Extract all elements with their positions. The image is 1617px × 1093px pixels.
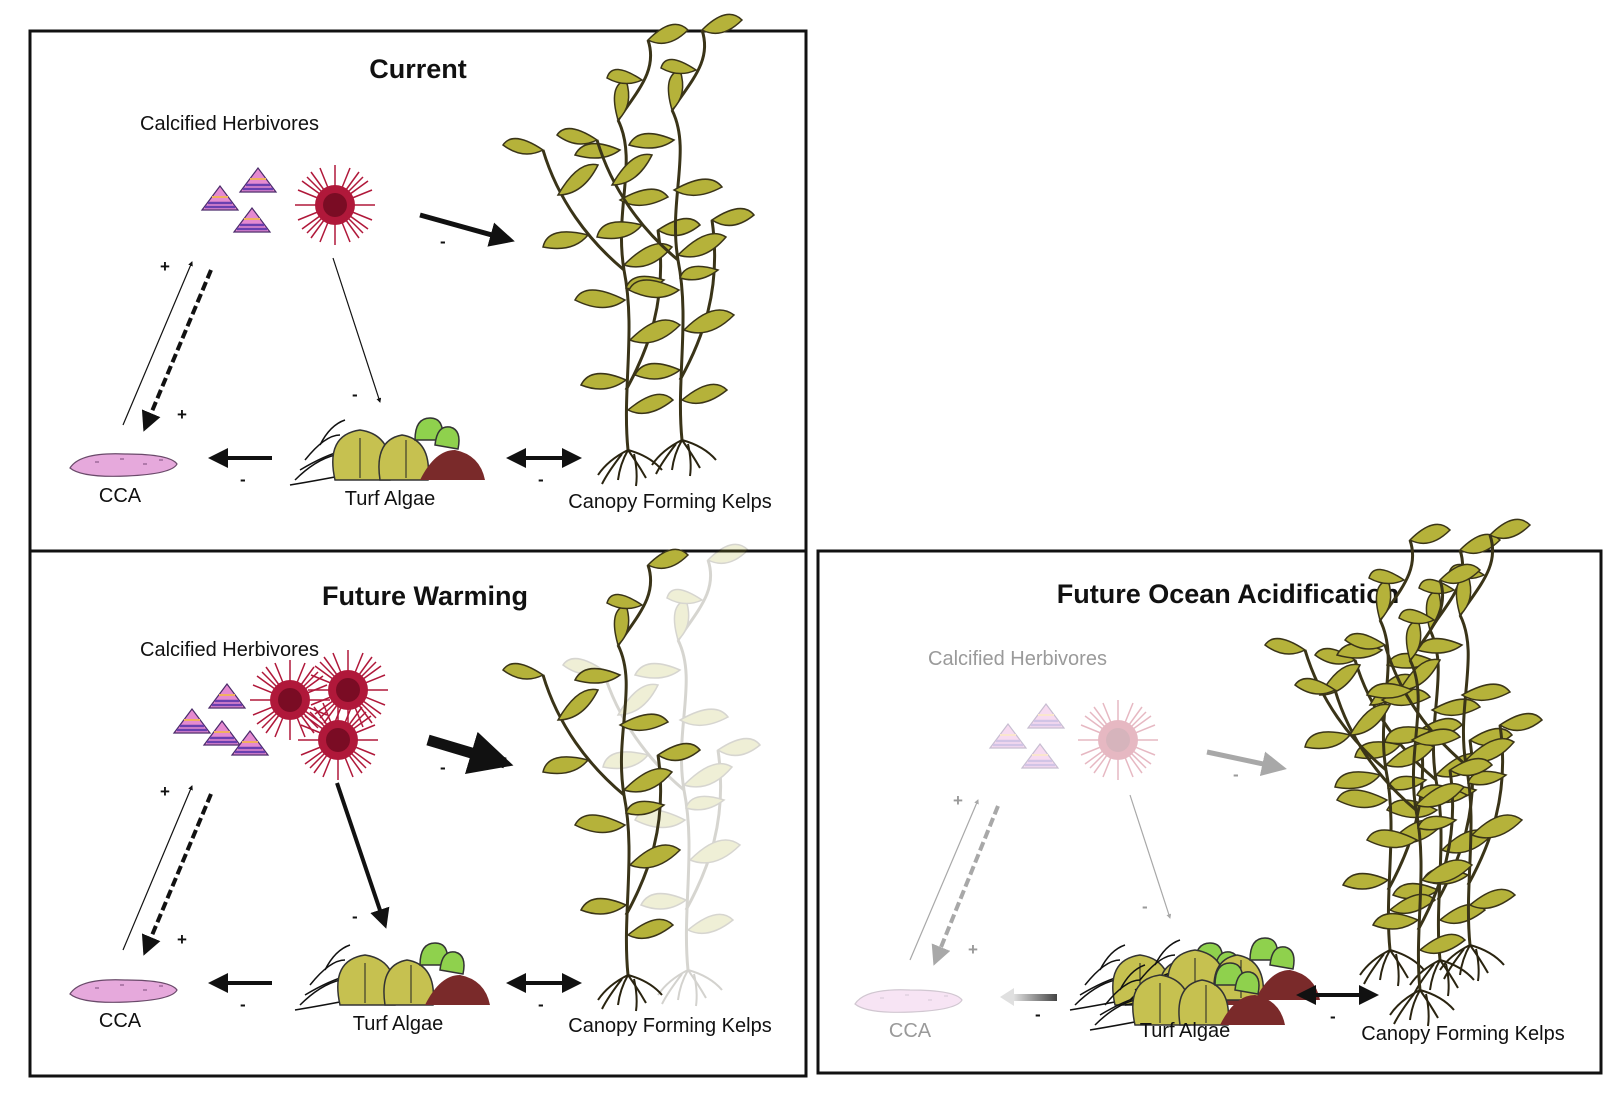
- herbivores-label: Calcified Herbivores: [928, 648, 1107, 670]
- turf-algae-icon: [289, 417, 486, 486]
- arrow-cca-herbivores: [909, 799, 979, 961]
- cca-icon: [69, 979, 178, 1003]
- arrow-herbivores-turf: [332, 257, 382, 403]
- kelp-icon: [501, 12, 756, 488]
- kelp-label: Canopy Forming Kelps: [568, 491, 771, 513]
- sign: -: [538, 470, 544, 489]
- sign: -: [352, 907, 358, 926]
- turf-algae-label: Turf Algae: [1140, 1020, 1230, 1042]
- panel-title: Current: [369, 54, 467, 84]
- arrow-herbivores-cca: [931, 805, 1000, 966]
- turf-algae-icon: [1069, 937, 1321, 1031]
- sign: -: [1233, 765, 1239, 784]
- turf-algae-label: Turf Algae: [353, 1013, 443, 1035]
- sign: +: [160, 782, 170, 801]
- sign: -: [440, 758, 446, 777]
- cca-icon: [854, 989, 963, 1013]
- sign: +: [177, 930, 187, 949]
- sign: -: [240, 470, 246, 489]
- sign: -: [440, 232, 446, 251]
- sign: -: [240, 995, 246, 1014]
- panel-frame: [28, 549, 808, 1078]
- arrow-herbivores-kelp: [419, 212, 515, 247]
- herbivores-label: Calcified Herbivores: [140, 113, 319, 135]
- arrow-herbivores-cca: [141, 269, 213, 432]
- kelp-label: Canopy Forming Kelps: [1361, 1023, 1564, 1045]
- panel-title: Future Ocean Acidification: [1057, 579, 1400, 609]
- sign: +: [160, 257, 170, 276]
- urchin-icon: [294, 164, 376, 246]
- arrow-herbivores-kelp: [426, 731, 514, 775]
- panel-title: Future Warming: [322, 581, 528, 611]
- kelp-label: Canopy Forming Kelps: [568, 1015, 771, 1037]
- urchin-icon: [249, 649, 389, 781]
- arrow-herbivores-kelp: [1206, 749, 1287, 777]
- panel-current: Current Calcified Herbivores + + - - - -…: [28, 12, 808, 553]
- snail-icon: [988, 702, 1066, 770]
- panel-future-ocean-acidification: Future Ocean Acidification Calcified Her…: [816, 517, 1603, 1075]
- arrow-herbivores-turf: [335, 782, 390, 929]
- arrow-turf-cca: [1000, 988, 1057, 1006]
- turf-algae-icon: [294, 942, 491, 1011]
- panel-future-warming: Future Warming Calcified Herbivores + + …: [28, 542, 808, 1078]
- sign: -: [1330, 1007, 1336, 1026]
- sign: -: [1142, 897, 1148, 916]
- sign: +: [953, 791, 963, 810]
- urchin-icon: [1077, 699, 1159, 781]
- arrow-herbivores-cca: [141, 793, 213, 956]
- cca-label: CCA: [889, 1020, 932, 1042]
- cca-label: CCA: [99, 1010, 142, 1032]
- arrow-cca-herbivores: [122, 261, 193, 426]
- cca-icon: [69, 453, 178, 477]
- snail-icon: [200, 166, 278, 234]
- sign: -: [1035, 1005, 1041, 1024]
- arrow-cca-herbivores: [122, 785, 193, 951]
- arrow-herbivores-turf: [1129, 794, 1172, 919]
- herbivores-label: Calcified Herbivores: [140, 639, 319, 661]
- cca-label: CCA: [99, 485, 142, 507]
- panel-frame: [816, 549, 1603, 1075]
- sign: +: [177, 405, 187, 424]
- sign: -: [352, 385, 358, 404]
- snail-icon: [172, 682, 270, 757]
- kelp-icon: [501, 542, 762, 1013]
- sign: -: [538, 995, 544, 1014]
- turf-algae-label: Turf Algae: [345, 488, 435, 510]
- sign: +: [968, 940, 978, 959]
